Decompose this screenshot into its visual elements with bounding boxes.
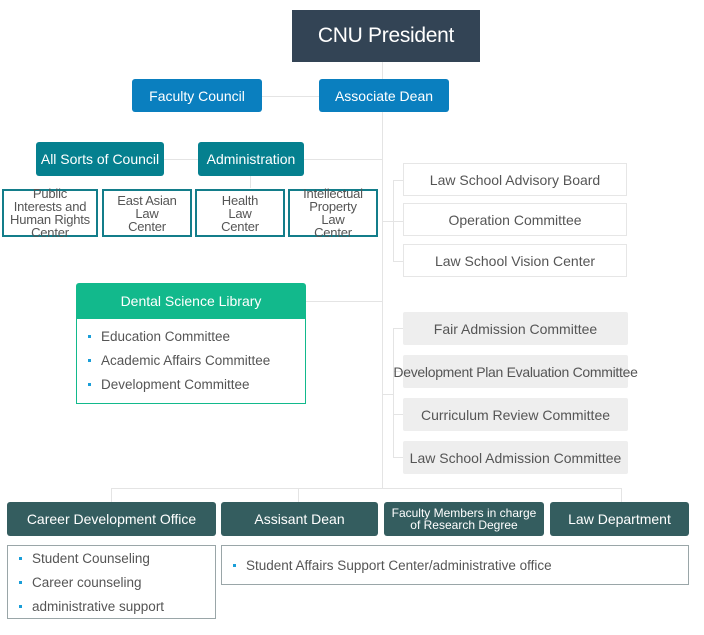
committee-node: Development Plan Evaluation Committee bbox=[393, 355, 638, 388]
connector-line bbox=[393, 371, 403, 372]
library-item: Development Committee bbox=[77, 373, 305, 397]
associate-dean-node: Associate Dean bbox=[319, 79, 449, 112]
connector-line bbox=[262, 96, 320, 97]
connector-line bbox=[164, 159, 198, 160]
all-sorts-of-council-node: All Sorts of Council bbox=[36, 142, 164, 176]
connector-line bbox=[393, 180, 394, 261]
faculty-research-node: Faculty Members in charge of Research De… bbox=[384, 502, 544, 536]
connector-line bbox=[393, 328, 394, 458]
faculty-research-line1: Faculty Members in charge bbox=[391, 506, 537, 520]
advisory-node: Operation Committee bbox=[403, 203, 627, 236]
career-office-node: Career Development Office bbox=[7, 502, 216, 536]
library-list: Education Committee Academic Affairs Com… bbox=[76, 318, 306, 404]
library-item: Academic Affairs Committee bbox=[77, 349, 305, 373]
connector-line bbox=[111, 488, 621, 489]
connector-line bbox=[382, 394, 393, 395]
connector-line bbox=[250, 176, 251, 188]
administration-node: Administration bbox=[198, 142, 304, 176]
advisory-node: Law School Vision Center bbox=[403, 244, 627, 277]
connector-line bbox=[393, 221, 403, 222]
center-node: Public Interests and Human Rights Center bbox=[2, 187, 98, 239]
connector-line bbox=[382, 62, 383, 488]
faculty-research-line2: of Research Degree bbox=[410, 518, 518, 532]
career-item: Student Counseling bbox=[8, 547, 215, 571]
connector-line bbox=[298, 488, 299, 502]
assistant-dean-list: Student Affairs Support Center/administr… bbox=[221, 545, 689, 585]
connector-line bbox=[393, 457, 403, 458]
center-node: East Asian Law Center bbox=[102, 189, 192, 237]
committee-node: Fair Admission Committee bbox=[403, 312, 628, 345]
connector-line bbox=[621, 488, 622, 502]
assistant-dean-item: Student Affairs Support Center/administr… bbox=[222, 546, 688, 586]
connector-line bbox=[382, 221, 393, 222]
career-item: Career counseling bbox=[8, 571, 215, 595]
advisory-node: Law School Advisory Board bbox=[403, 163, 627, 196]
assistant-dean-node: Assisant Dean bbox=[221, 502, 378, 536]
connector-line bbox=[393, 180, 403, 181]
connector-line bbox=[393, 261, 403, 262]
faculty-council-node: Faculty Council bbox=[132, 79, 262, 112]
connector-line bbox=[393, 328, 403, 329]
president-node: CNU President bbox=[292, 10, 480, 62]
library-header: Dental Science Library bbox=[76, 283, 306, 318]
center-node: Health Law Center bbox=[195, 189, 285, 237]
center-node: Intellectual Property Law Center bbox=[288, 187, 378, 239]
committee-node: Curriculum Review Committee bbox=[403, 398, 628, 431]
library-item: Education Committee bbox=[77, 325, 305, 349]
connector-line bbox=[393, 414, 403, 415]
committee-node: Law School Admission Committee bbox=[403, 441, 628, 474]
law-department-node: Law Department bbox=[550, 502, 689, 536]
career-item: administrative support bbox=[8, 595, 215, 619]
career-office-list: Student Counseling Career counseling adm… bbox=[7, 545, 216, 619]
connector-line bbox=[111, 488, 112, 502]
connector-line bbox=[306, 301, 382, 302]
connector-line bbox=[304, 159, 382, 160]
